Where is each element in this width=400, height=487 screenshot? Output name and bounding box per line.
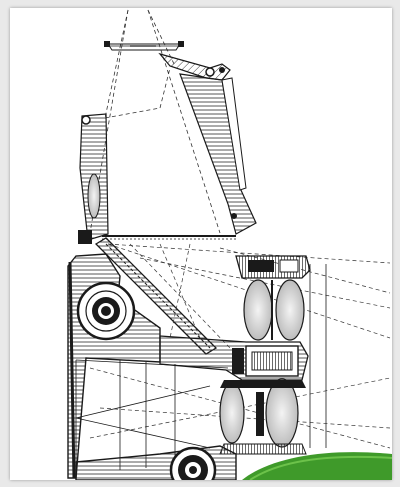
viewing-lens-barrel [235, 255, 311, 341]
corner-swoosh [242, 452, 392, 480]
diagram-sheet [10, 8, 392, 480]
eyepiece-lens [104, 41, 184, 51]
lens-mount-block [159, 335, 309, 381]
camera-cross-section-diagram [67, 9, 392, 480]
viewfinder-right-wall [179, 73, 257, 235]
film-spool-lower [169, 446, 217, 480]
focusing-screen [102, 235, 236, 240]
viewfinder-left-wall [78, 113, 109, 244]
film-spool-upper [76, 281, 136, 341]
taking-lens [219, 378, 307, 455]
film-gate-lines [75, 264, 327, 474]
hood-hinge [158, 52, 231, 81]
